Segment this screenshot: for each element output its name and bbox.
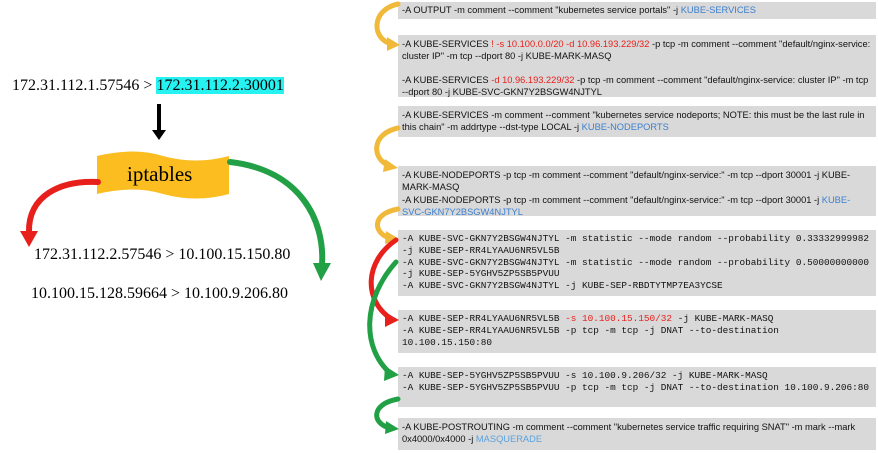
output-packet-dnat: 10.100.15.128.59664 > 10.100.9.206.80	[31, 285, 289, 302]
rule-sep2-dnat: -A KUBE-SEP-5YGHV5ZP5SB5PVUU -p tcp -m t…	[402, 381, 869, 393]
packet-source: 172.31.112.1.57546 >	[12, 77, 157, 94]
rule-svc-probability-1: -A KUBE-SVC-GKN7Y2BSGW4NJTYL -m statisti…	[402, 233, 875, 256]
rule-kube-services-masq: -A KUBE-SERVICES ! -s 10.100.0.0/20 -d 1…	[402, 39, 871, 62]
red-arrow-svc-to-sep1-icon	[368, 237, 399, 327]
down-arrow-icon	[152, 104, 166, 140]
target-kube-nodeports: KUBE-NODEPORTS	[581, 122, 669, 133]
rule-box-sep-2: -A KUBE-SEP-5YGHV5ZP5SB5PVUU -s 10.100.9…	[398, 367, 876, 407]
output-packet-snat: 172.31.112.2.57546 > 10.100.15.150.80	[34, 246, 291, 263]
iptables-banner-shape	[97, 151, 229, 199]
rule-nodeports-svc: -A KUBE-NODEPORTS -p tcp -m comment --co…	[402, 194, 851, 218]
rule-box-nodeports-jump: -A KUBE-SERVICES -m comment --comment "k…	[398, 106, 876, 137]
rule-sep1-dnat: -A KUBE-SEP-RR4LYAAU6NR5VL5B -p tcp -m t…	[402, 324, 785, 348]
rule-box-postrouting: -A KUBE-POSTROUTING -m comment --comment…	[398, 418, 876, 450]
rule-sep2-masq: -A KUBE-SEP-5YGHV5ZP5SB5PVUU -s 10.100.9…	[402, 370, 768, 381]
green-arrow-to-postrouting-icon	[374, 396, 401, 434]
rule-sep1-masq: -A KUBE-SEP-RR4LYAAU6NR5VL5B -s 10.100.1…	[402, 313, 774, 324]
rule-box-output: -A OUTPUT -m comment --comment "kubernet…	[398, 2, 876, 19]
red-curved-arrow-icon	[20, 178, 101, 247]
green-curved-arrow-icon	[227, 159, 331, 281]
rule-box-kube-services: -A KUBE-SERVICES ! -s 10.100.0.0/20 -d 1…	[398, 35, 876, 97]
rule-svc-default: -A KUBE-SVC-GKN7Y2BSGW4NJTYL -j KUBE-SEP…	[402, 280, 723, 292]
target-kube-services: KUBE-SERVICES	[680, 5, 756, 15]
rule-kube-services-svc: -A KUBE-SERVICES -d 10.96.193.229/32 -p …	[402, 74, 869, 98]
packet-destination-highlighted: 172.31.112.2.30001	[156, 77, 284, 94]
rule-postrouting: -A KUBE-POSTROUTING -m comment --comment…	[402, 422, 856, 445]
target-masquerade: MASQUERADE	[475, 434, 543, 445]
orange-arrow-3-icon	[375, 206, 401, 244]
green-arrow-svc-to-sep2-icon	[367, 259, 399, 381]
orange-arrow-2-icon	[374, 125, 401, 172]
iptables-label: iptables	[127, 162, 193, 186]
rule-output: -A OUTPUT -m comment --comment "kubernet…	[402, 5, 756, 15]
rule-kube-services-nodeports: -A KUBE-SERVICES -m comment --comment "k…	[402, 110, 865, 133]
orange-arrow-1-icon	[374, 1, 401, 51]
rule-box-kube-svc: -A KUBE-SVC-GKN7Y2BSGW4NJTYL -m statisti…	[398, 230, 876, 296]
target-kube-svc: KUBE-SVC-GKN7Y2BSGW4NJTYL	[402, 194, 851, 218]
incoming-packet: 172.31.112.1.57546 > 172.31.112.2.30001	[12, 77, 284, 95]
rule-svc-probability-2: -A KUBE-SVC-GKN7Y2BSGW4NJTYL -m statisti…	[402, 256, 875, 280]
rule-box-kube-nodeports: -A KUBE-NODEPORTS -p tcp -m comment --co…	[398, 166, 876, 218]
rule-box-sep-1: -A KUBE-SEP-RR4LYAAU6NR5VL5B -s 10.100.1…	[398, 310, 876, 353]
rule-nodeports-masq: -A KUBE-NODEPORTS -p tcp -m comment --co…	[402, 170, 851, 193]
